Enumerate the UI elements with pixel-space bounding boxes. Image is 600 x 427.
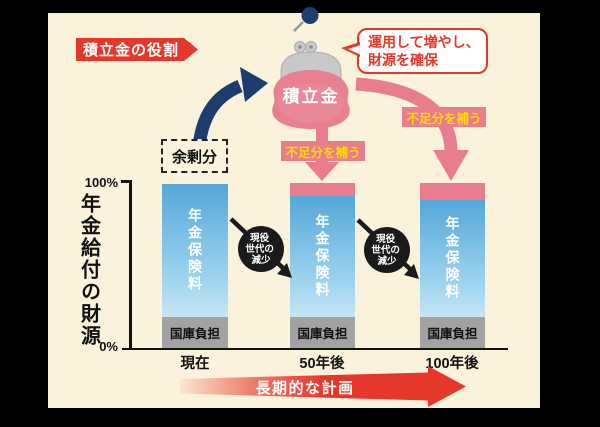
shortfall-label-1: 不足分を補う: [281, 141, 365, 161]
y-axis-line: [129, 180, 132, 350]
title-badge: 積立金の役割: [76, 38, 198, 61]
subsidy-segment-label: 国庫負担: [297, 327, 348, 341]
bar-current-subsidy: 国庫負担: [162, 317, 228, 348]
x-label-current: 現在: [180, 356, 210, 372]
premium-segment-label: 年金保険料: [314, 214, 331, 299]
bar-50y-premium: 年金保険料: [290, 196, 355, 317]
ytick-100: 100%: [84, 175, 118, 190]
x-label-50y: 50年後: [299, 356, 345, 372]
subsidy-segment-label: 国庫負担: [169, 327, 220, 341]
speech-bubble-line1: 運用して増やし、: [368, 33, 480, 50]
bar-100y-premium: 年金保険料: [420, 200, 485, 317]
bar-current-premium: 年金保険料: [162, 184, 228, 317]
bar-50y-subsidy: 国庫負担: [290, 317, 355, 348]
shortfall-label-2: 不足分を補う: [402, 107, 486, 127]
bar-100y-reserve-cap: [420, 183, 485, 200]
x-axis-line: [122, 347, 508, 350]
premium-segment-label: 年金保険料: [187, 208, 203, 293]
speech-bubble-line2: 財源を確保: [368, 52, 438, 68]
premium-segment-label: 年金保険料: [444, 216, 461, 301]
speech-bubble: 運用して増やし、 財源を確保: [341, 28, 488, 74]
y-axis-title: 年金給付の財源: [77, 193, 100, 347]
surplus-box: 余剰分: [161, 139, 228, 173]
longterm-plan-label: 長期的な計画: [255, 380, 355, 397]
y-tick-100: [121, 180, 130, 183]
bar-100y-subsidy: 国庫負担: [420, 317, 485, 348]
bar-50y-reserve-cap: [290, 183, 355, 196]
x-label-100y: 100年後: [425, 356, 479, 372]
ytick-0: 0%: [99, 339, 118, 354]
subsidy-segment-label: 国庫負担: [427, 327, 478, 341]
